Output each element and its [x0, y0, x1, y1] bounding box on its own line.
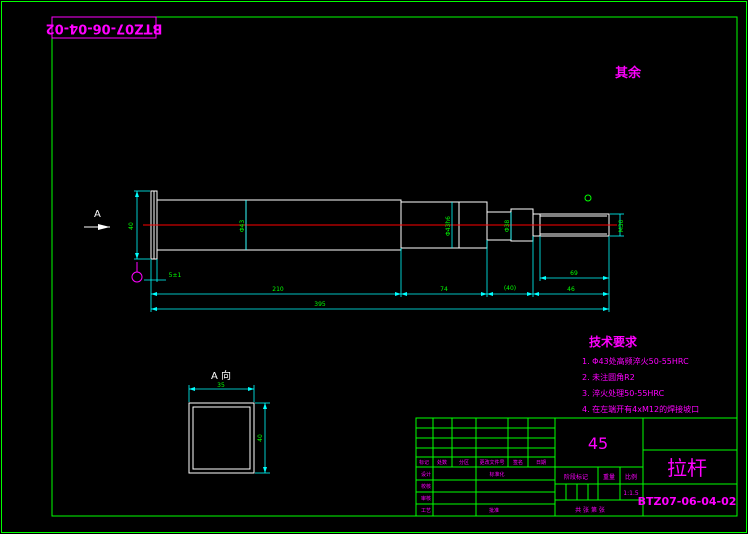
tb-scale: 1:1.5	[623, 490, 639, 497]
tb-approval: 批准	[489, 507, 499, 514]
datum-circle-right	[584, 194, 592, 202]
tb-header-label: 标记	[419, 459, 429, 466]
dim-46: 46	[567, 286, 575, 293]
tb-row-label: 审核	[421, 495, 431, 502]
tb-ratio: 比例	[625, 473, 637, 481]
tb-material: 45	[588, 434, 608, 453]
dim-dia-neck: Φ38	[504, 220, 511, 233]
tb-weight: 重量	[603, 473, 615, 481]
dim-dia-main: Φ43	[239, 220, 246, 233]
tech-req-item: 2. 未注圆角R2	[582, 372, 635, 382]
dimension-lines	[134, 190, 624, 312]
view-a-label: A	[94, 209, 101, 220]
dim-40: (40)	[504, 285, 516, 292]
tb-header-label: 日期	[536, 460, 546, 466]
mirrored-drawing-number: BTZ07-06-04-02	[46, 21, 163, 36]
title-block	[415, 417, 738, 517]
tb-drawing-number: BTZ07-06-04-02	[638, 495, 737, 508]
title-block-texts: 45 拉杆 BTZ07-06-04-02 1:1.5 阶段标记 重量 比例 共 …	[419, 434, 736, 514]
tech-req-item: 4. 在左端开有4xM12的焊接坡口	[582, 404, 699, 414]
view-a-height: 40	[257, 434, 264, 442]
tb-row-label: 校核	[421, 483, 431, 490]
dim-flange-height: 40	[128, 222, 135, 230]
view-a-width: 35	[217, 382, 225, 389]
dimension-texts: 40 Φ43 Φ43h6 Φ38 M30 69 5±1 210 74 (40) …	[128, 216, 625, 308]
dim-dia-mid: Φ43h6	[445, 216, 452, 236]
dim-flange-thick: 5±1	[169, 272, 182, 279]
dimension-arrows	[135, 191, 609, 311]
mirrored-number-box	[51, 16, 157, 39]
tech-req-title: 技术要求	[589, 334, 638, 349]
tb-row-label: 工艺	[421, 508, 431, 514]
dim-dia-end: M30	[618, 219, 625, 232]
dim-thread-len: 69	[570, 270, 578, 277]
tb-row-label: 设计	[421, 471, 431, 478]
surface-note: 其余	[615, 65, 642, 81]
tb-stage-mark: 阶段标记	[564, 473, 588, 481]
view-a-arrow: A	[84, 209, 110, 230]
dim-210: 210	[272, 286, 284, 293]
inner-frame	[51, 16, 738, 517]
tech-req-item: 1. Φ43处高频淬火50-55HRC	[582, 356, 689, 366]
tb-header-label: 更改文件号	[479, 459, 504, 466]
view-a-section: A 向 35 40	[188, 369, 270, 474]
tb-part-name: 拉杆	[667, 456, 707, 480]
tech-req-item: 3. 淬火处理50-55HRC	[582, 388, 665, 398]
dim-74: 74	[440, 286, 448, 293]
tb-header-label: 分区	[459, 459, 469, 466]
view-a-title: A 向	[211, 369, 231, 382]
tb-sheet: 共 张 第 张	[575, 506, 605, 514]
datum-circle	[131, 271, 143, 283]
tb-header-label: 签名	[513, 459, 523, 466]
tech-requirements: 技术要求 1. Φ43处高频淬火50-55HRC 2. 未注圆角R2 3. 淬火…	[582, 334, 699, 414]
tb-header-label: 处数	[437, 459, 447, 466]
tb-standardization: 标准化	[489, 471, 504, 478]
dim-395: 395	[314, 301, 326, 308]
